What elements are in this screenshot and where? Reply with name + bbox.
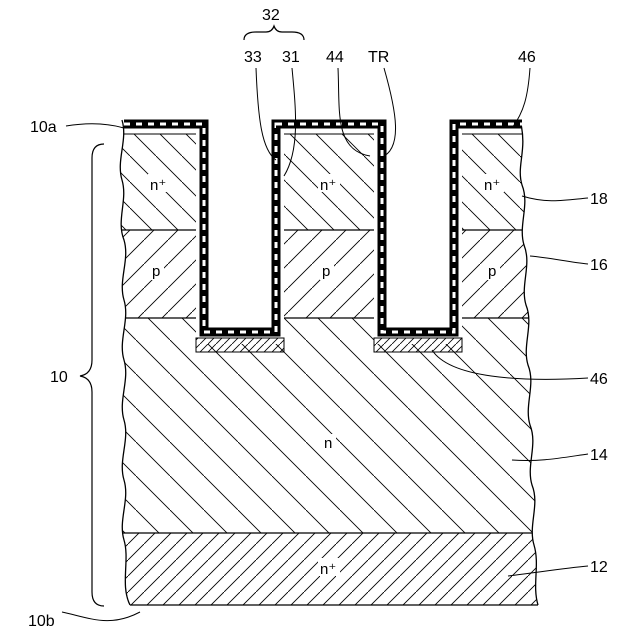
region-p-right: p bbox=[488, 263, 496, 280]
region-n-plus-substrate: n⁺ bbox=[320, 561, 336, 578]
label-10: 10 bbox=[50, 369, 68, 386]
label-46-bottom: 46 bbox=[590, 371, 608, 388]
label-18: 18 bbox=[590, 191, 608, 208]
label-46-top: 46 bbox=[518, 49, 536, 66]
n-drift-layer-14 bbox=[100, 318, 550, 533]
label-tr: TR bbox=[368, 49, 389, 66]
trench-bottom-oxide-left bbox=[196, 338, 284, 352]
label-16: 16 bbox=[590, 257, 608, 274]
region-p-left: p bbox=[152, 263, 160, 280]
region-p-middle: p bbox=[322, 263, 330, 280]
region-n-plus-right: n⁺ bbox=[484, 177, 500, 194]
label-31: 31 bbox=[282, 49, 300, 66]
label-12: 12 bbox=[590, 559, 608, 576]
brace-32 bbox=[244, 26, 304, 40]
label-10b: 10b bbox=[28, 613, 55, 630]
label-44: 44 bbox=[326, 49, 344, 66]
region-n-plus-middle: n⁺ bbox=[320, 177, 336, 194]
trench-bottom-oxide-right bbox=[374, 338, 462, 352]
region-n-plus-left: n⁺ bbox=[150, 177, 166, 194]
label-32: 32 bbox=[262, 7, 280, 24]
region-n-drift: n bbox=[324, 435, 332, 452]
label-10a: 10a bbox=[30, 119, 57, 136]
brace-10 bbox=[80, 144, 104, 606]
label-33: 33 bbox=[244, 49, 262, 66]
label-14: 14 bbox=[590, 447, 608, 464]
